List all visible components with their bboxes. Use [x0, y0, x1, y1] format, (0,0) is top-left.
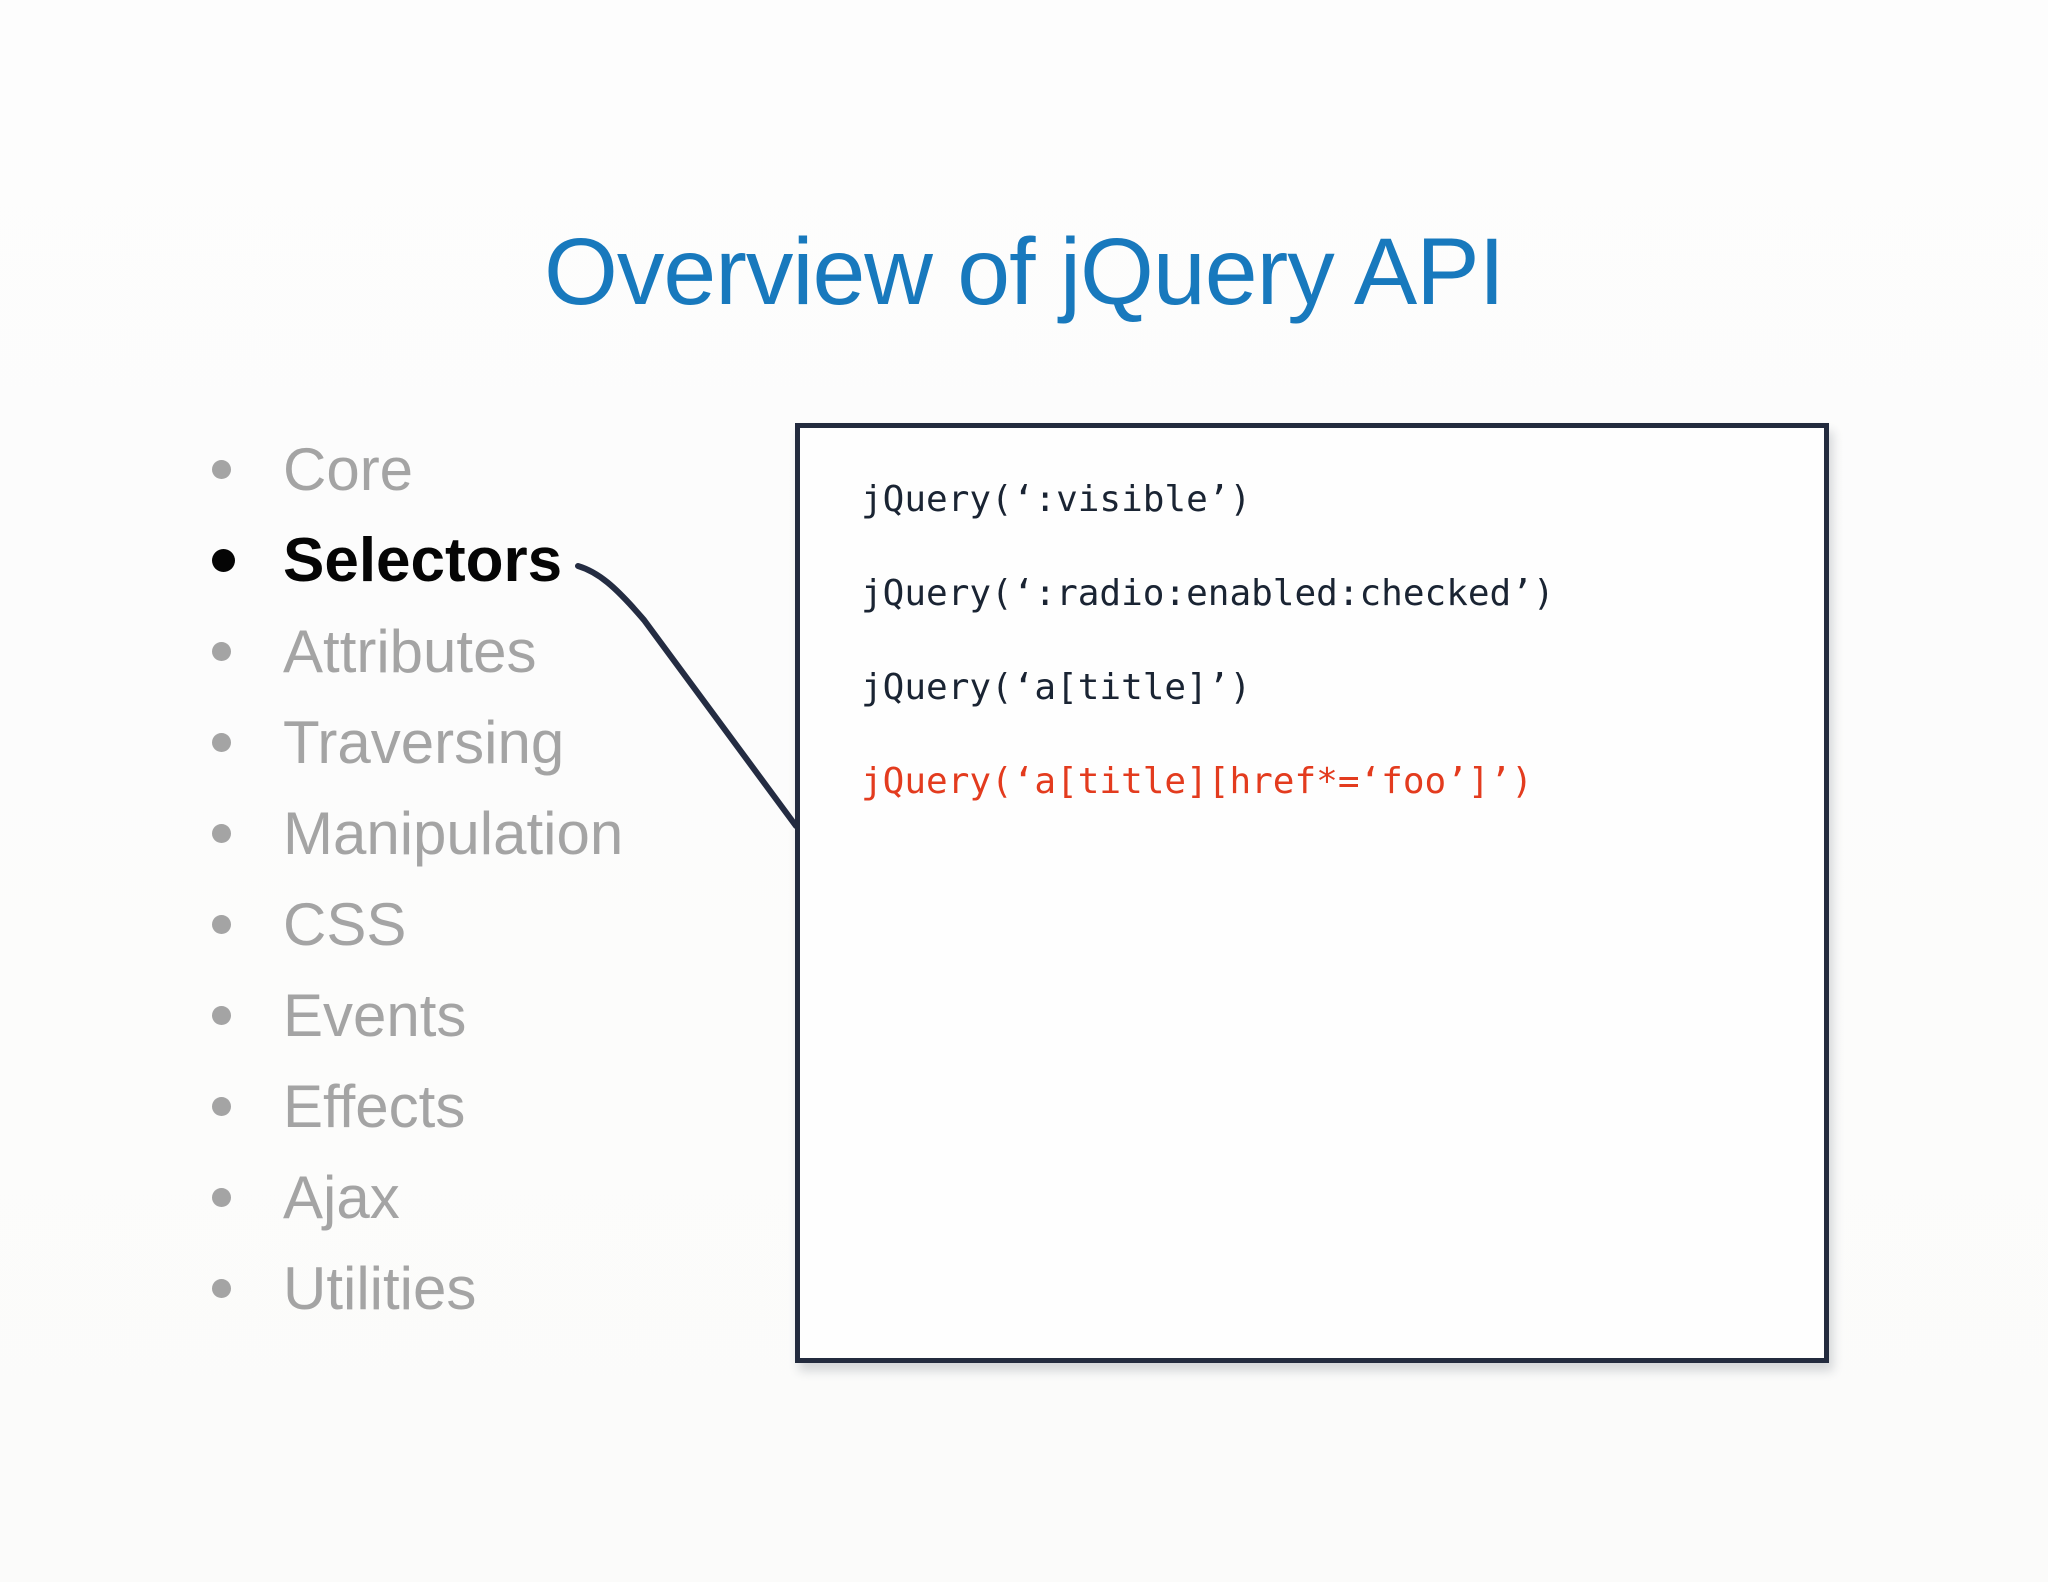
list-item-manipulation: Manipulation: [212, 788, 623, 879]
list-item-core: Core: [212, 424, 623, 515]
list-item-utilities: Utilities: [212, 1243, 623, 1334]
bullet-icon: [212, 1006, 231, 1025]
list-item-label: Attributes: [283, 618, 537, 685]
list-item-label: Manipulation: [283, 800, 624, 867]
list-item-label: Ajax: [283, 1164, 400, 1231]
list-item-traversing: Traversing: [212, 697, 623, 788]
code-line-a-title-href-foo: jQuery(‘a[title][href*=‘foo’]’): [861, 761, 1533, 802]
bullet-icon: [212, 733, 231, 752]
list-item-label: Selectors: [283, 526, 563, 595]
list-item-label: Traversing: [283, 709, 565, 776]
list-item-selectors: Selectors: [212, 515, 623, 606]
bullet-icon: [212, 1097, 231, 1116]
list-item-events: Events: [212, 970, 623, 1061]
api-topics-list: Core Selectors Attributes Traversing Man…: [212, 424, 623, 1334]
list-item-ajax: Ajax: [212, 1152, 623, 1243]
list-item-effects: Effects: [212, 1061, 623, 1152]
bullet-icon: [212, 549, 235, 572]
bullet-icon: [212, 1188, 231, 1207]
list-item-label: Effects: [283, 1073, 466, 1140]
bullet-icon: [212, 642, 231, 661]
code-line-visible: jQuery(‘:visible’): [861, 479, 1252, 520]
code-example-panel: jQuery(‘:visible’) jQuery(‘:radio:enable…: [795, 423, 1829, 1363]
bullet-icon: [212, 824, 231, 843]
list-item-label: Events: [283, 982, 467, 1049]
list-item-label: CSS: [283, 891, 407, 958]
list-item-attributes: Attributes: [212, 606, 623, 697]
code-line-radio-enabled-checked: jQuery(‘:radio:enabled:checked’): [861, 573, 1555, 614]
bullet-icon: [212, 915, 231, 934]
bullet-icon: [212, 460, 231, 479]
page-title: Overview of jQuery API: [543, 219, 1505, 325]
list-item-css: CSS: [212, 879, 623, 970]
list-item-label: Core: [283, 436, 414, 503]
code-line-a-title: jQuery(‘a[title]’): [861, 667, 1252, 708]
bullet-icon: [212, 1279, 231, 1298]
list-item-label: Utilities: [283, 1255, 477, 1322]
